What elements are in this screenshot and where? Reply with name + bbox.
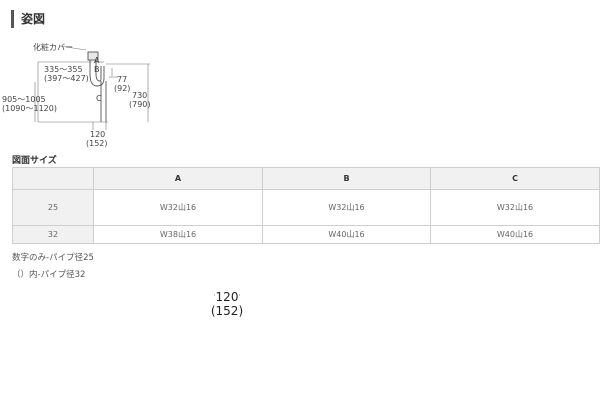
section-title: 姿図: [11, 10, 45, 28]
dim-top: 335～355: [44, 65, 83, 74]
dim-77: 77: [117, 75, 127, 84]
table-cell: W40山16: [430, 225, 600, 244]
table-row: 25 W32山16 W32山16 W32山16: [12, 189, 600, 226]
label-a: A: [94, 56, 100, 65]
note-pipe-32: （）内-パイプ径32: [12, 270, 86, 280]
enlarged-value: 120: [215, 290, 239, 304]
dim-left: 905～1005: [2, 95, 46, 104]
table-header-row: A B C: [12, 167, 600, 190]
size-table-title: 図面サイズ: [12, 156, 57, 166]
column-header-c: C: [430, 167, 600, 190]
label-b: B: [94, 65, 100, 74]
column-header-a: A: [93, 167, 263, 190]
note-pipe-25: 数字のみ-パイプ径25: [12, 253, 94, 263]
column-header-b: B: [262, 167, 431, 190]
size-table: A B C 25 W32山16 W32山16 W32山16 32 W38山16 …: [12, 167, 600, 244]
table-cell: W38山16: [93, 225, 263, 244]
table-cell: W32山16: [262, 189, 431, 226]
dim-left-alt: (1090～1120): [2, 104, 57, 113]
dim-top-alt: (397～427): [44, 74, 89, 83]
table-cell: W32山16: [93, 189, 263, 226]
label-c: C: [96, 94, 102, 103]
table-cell: W32山16: [430, 189, 600, 226]
row-header: 25: [12, 189, 94, 226]
enlarged-dimension-label: '120' (152): [210, 290, 244, 318]
cover-label: 化粧カバー: [33, 42, 73, 52]
dim-77-alt: (92): [114, 84, 130, 93]
column-header: [12, 167, 94, 190]
table-row: 32 W38山16 W40山16 W40山16: [12, 225, 600, 244]
enlarged-value-alt: (152): [210, 304, 244, 318]
dim-730-alt: (790): [129, 100, 151, 109]
trap-diagram: 化粧カバー A B C 335～355 (397～427) 77 (92) 73…: [2, 42, 151, 148]
row-header: 32: [12, 225, 94, 244]
dim-730: 730: [132, 91, 147, 100]
table-cell: W40山16: [262, 225, 431, 244]
dim-120-alt: (152): [86, 139, 108, 148]
dim-120: 120: [90, 130, 105, 139]
